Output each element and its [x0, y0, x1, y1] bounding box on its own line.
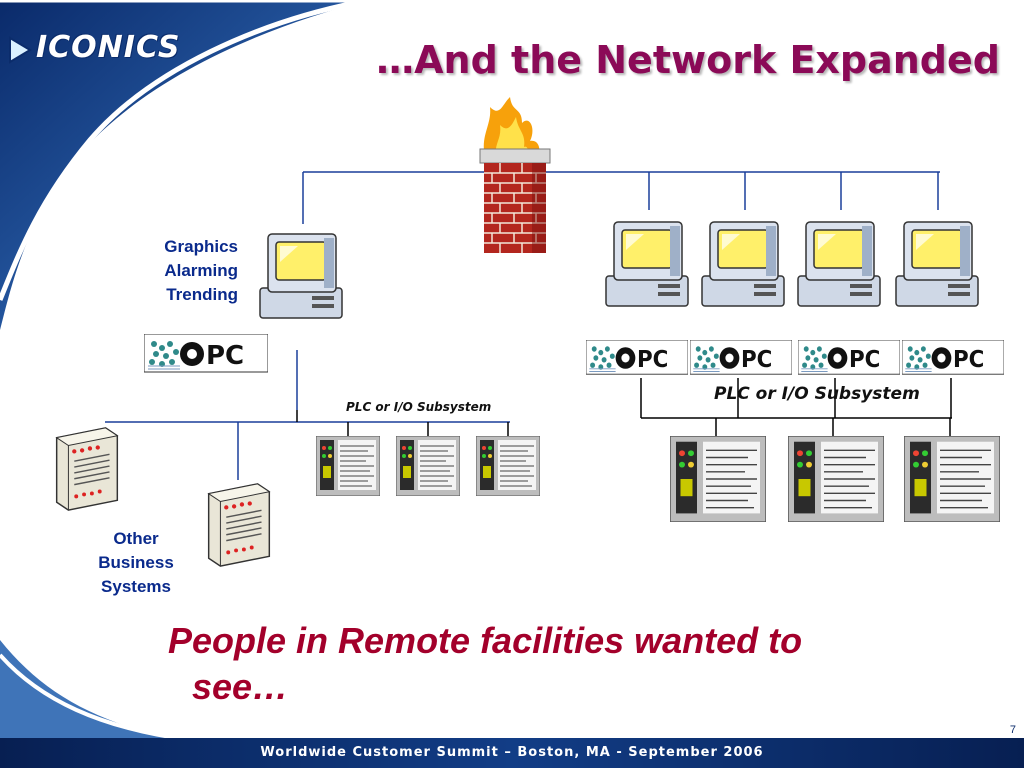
body-line-2: see…: [192, 666, 289, 707]
opc-logo-icon: [902, 340, 1004, 375]
workstation-functions-label: Graphics Alarming Trending: [130, 235, 238, 307]
right-subsystem-label: PLC or I/O Subsystem: [714, 384, 920, 404]
plc-rack-icon: [670, 436, 766, 522]
opc-logo-icon: [586, 340, 688, 375]
remote-computer-icon: [895, 221, 979, 307]
opc-logo-icon: [690, 340, 792, 375]
plc-rack-icon: [316, 436, 380, 496]
body-text: People in Remote facilities wanted to se…: [168, 618, 988, 710]
plc-rack-icon: [476, 436, 540, 496]
remote-computer-icon: [701, 221, 785, 307]
server-icon: [207, 483, 271, 567]
firewall-icon: [479, 97, 551, 253]
slide-title: …And the Network Expanded: [376, 38, 1000, 82]
footer-text: Worldwide Customer Summit – Boston, MA -…: [260, 745, 764, 760]
iconics-logo: [9, 36, 32, 64]
workstation-computer-icon: [259, 233, 343, 319]
plc-rack-icon: [788, 436, 884, 522]
label-other: Other: [113, 529, 159, 548]
server-icon: [55, 427, 119, 511]
iconics-logo-text: ICONICS: [36, 30, 181, 65]
left-subsystem-label: PLC or I/O Subsystem: [346, 400, 492, 414]
plc-rack-icon: [904, 436, 1000, 522]
page-number: 7: [1009, 724, 1016, 736]
label-graphics: Graphics: [164, 237, 238, 256]
label-systems: Systems: [101, 577, 171, 596]
business-systems-label: Other Business Systems: [86, 527, 186, 599]
opc-logo-icon: [144, 334, 268, 373]
label-alarming: Alarming: [164, 261, 238, 280]
label-trending: Trending: [166, 285, 238, 304]
body-line-1: People in Remote facilities wanted to: [168, 620, 803, 661]
label-business: Business: [98, 553, 174, 572]
remote-computer-icon: [605, 221, 689, 307]
plc-rack-icon: [396, 436, 460, 496]
opc-logo-icon: [798, 340, 900, 375]
remote-computer-icon: [797, 221, 881, 307]
